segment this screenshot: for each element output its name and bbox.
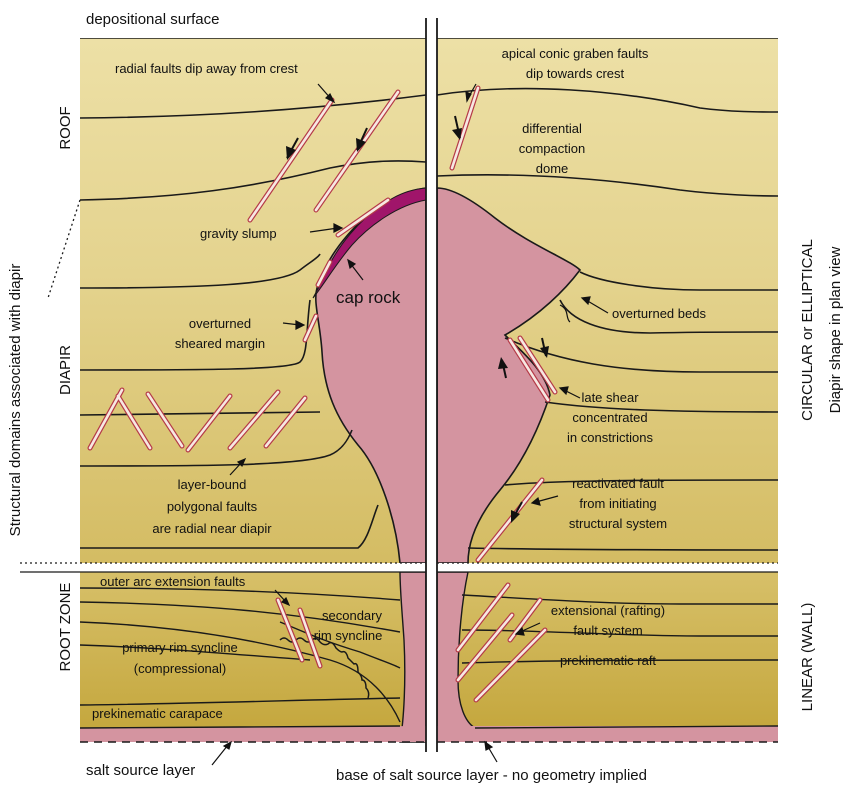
differential-label-1: differential	[522, 121, 582, 136]
prekinematic-carapace-label: prekinematic carapace	[92, 706, 223, 721]
outer-arc-label: outer arc extension faults	[100, 574, 246, 589]
layer-bound-label-2: polygonal faults	[167, 499, 258, 514]
left-axis-label: Structural domains associated with diapi…	[7, 264, 24, 537]
reactivated-label-3: structural system	[569, 516, 667, 531]
zone-diapir-label: DIAPIR	[57, 345, 74, 395]
late-shear-label-3: in constrictions	[567, 430, 653, 445]
zone-roof-label: ROOF	[57, 106, 74, 149]
base-of-salt-label: base of salt source layer - no geometry …	[336, 767, 647, 784]
overturned-margin-label-2: sheared margin	[175, 336, 265, 351]
extensional-label-1: extensional (rafting)	[551, 603, 665, 618]
right-axis-label-1: CIRCULAR or ELLIPTICAL	[799, 239, 816, 421]
layer-bound-label-1: layer-bound	[178, 477, 247, 492]
differential-label-2: compaction	[519, 141, 585, 156]
prekinematic-raft-label: prekinematic raft	[560, 653, 656, 668]
extensional-label-2: fault system	[573, 623, 642, 638]
layer-bound-label-3: are radial near diapir	[152, 521, 272, 536]
secondary-rim-label-1: secondary	[322, 608, 382, 623]
reactivated-label-1: reactivated fault	[572, 476, 664, 491]
primary-rim-label-1: primary rim syncline	[122, 640, 238, 655]
late-shear-label-1: late shear	[581, 390, 639, 405]
zone-root-label: ROOT ZONE	[57, 583, 74, 672]
overturned-margin-label-1: overturned	[189, 316, 251, 331]
overturned-beds-label: overturned beds	[612, 306, 706, 321]
radial-faults-label: radial faults dip away from crest	[115, 61, 298, 76]
salt-source-layer-label: salt source layer	[86, 762, 195, 779]
primary-rim-label-2: (compressional)	[134, 661, 226, 676]
apical-label-2: dip towards crest	[526, 66, 625, 81]
depositional-surface-label: depositional surface	[86, 11, 219, 28]
reactivated-label-2: from initiating	[579, 496, 656, 511]
secondary-rim-label-2: rim syncline	[314, 628, 383, 643]
apical-label-1: apical conic graben faults	[502, 46, 649, 61]
right-axis-label-2: Diapir shape in plan view	[827, 246, 844, 413]
gravity-slump-label: gravity slump	[200, 226, 277, 241]
cap-rock-label: cap rock	[336, 288, 401, 307]
zone-linear-label: LINEAR (WALL)	[799, 603, 816, 712]
differential-label-3: dome	[536, 161, 569, 176]
late-shear-label-2: concentrated	[572, 410, 647, 425]
